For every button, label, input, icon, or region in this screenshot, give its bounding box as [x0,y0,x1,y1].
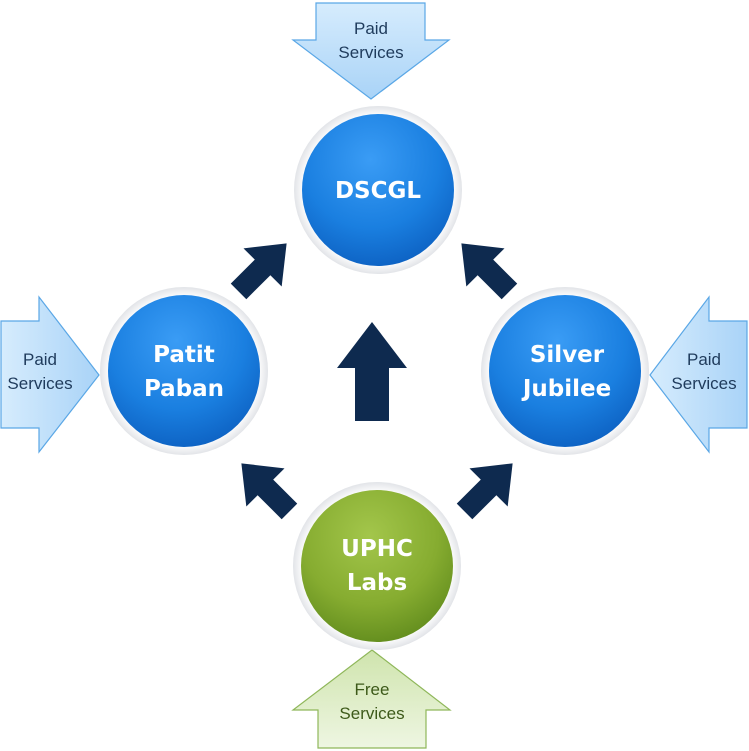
node-uphc-labs: UPHC Labs [293,482,461,650]
node-patit-paban-line2: Paban [144,376,224,402]
paid-services-left-line1: Paid [23,350,57,369]
free-services-line2: Services [339,704,404,723]
paid-services-left-line2: Services [7,374,72,393]
node-dscgl: DSCGL [294,106,462,274]
free-services-arrow-bottom: Free Services [291,649,452,749]
flow-arrow-uphc-to-patit [241,463,298,520]
paid-services-arrow-top: Paid Services [291,2,451,100]
node-uphc-labs-line2: Labs [347,570,407,596]
free-services-line1: Free [355,680,390,699]
node-silver-jubilee: Silver Jubilee [481,287,649,455]
flow-arrow-uphc-to-silver [456,463,513,520]
node-silver-jubilee-line1: Silver [530,342,605,368]
node-uphc-labs-line1: UPHC [341,536,413,562]
paid-services-arrow-left: Paid Services [0,295,100,454]
node-dscgl-label: DSCGL [335,178,421,204]
node-patit-paban: Patit Paban [100,287,268,455]
paid-services-right-line2: Services [671,374,736,393]
node-patit-paban-line1: Patit [153,342,215,368]
paid-services-right-line1: Paid [687,350,721,369]
node-silver-jubilee-line2: Jubilee [521,376,611,402]
paid-services-arrow-right: Paid Services [649,295,748,454]
paid-services-top-line1: Paid [354,19,388,38]
paid-services-top-line2: Services [338,43,403,62]
flow-arrow-silver-to-dscgl [461,243,518,300]
flow-arrow-patit-to-dscgl [230,243,287,300]
flow-arrow-center-up [337,322,407,421]
